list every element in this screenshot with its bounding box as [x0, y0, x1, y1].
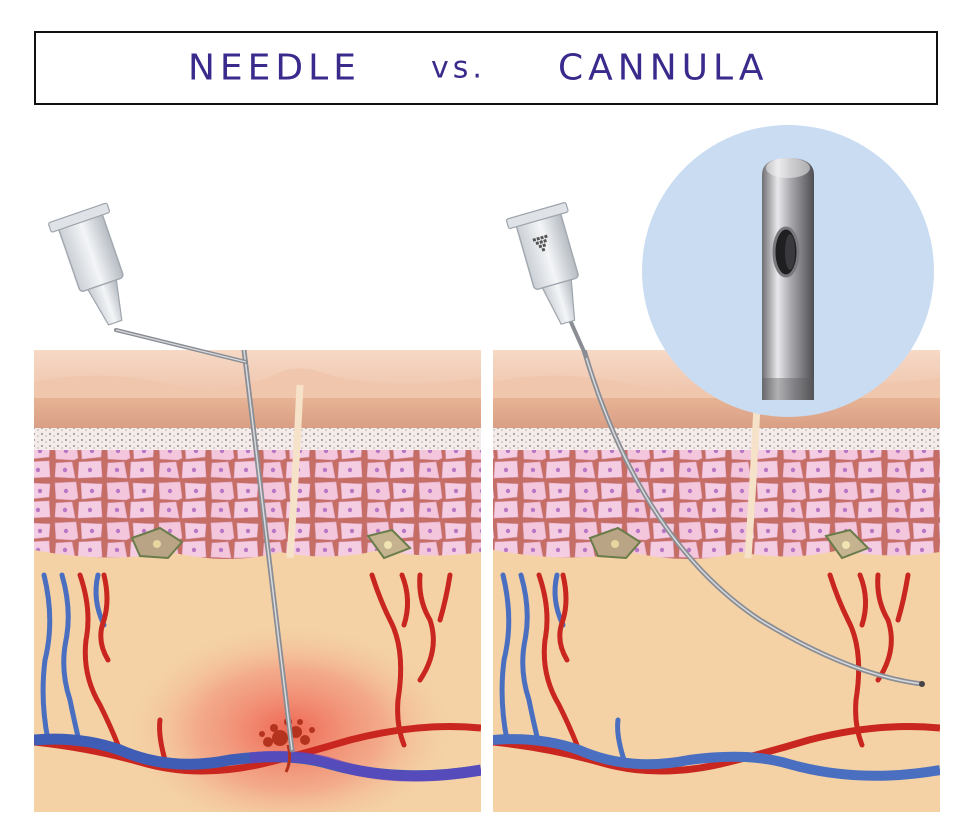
cannula-skin-cross-section: [493, 350, 940, 812]
cannula-tip-inset: [642, 125, 934, 417]
title-needle: NEEDLE: [188, 47, 361, 89]
title-versus: vs.: [431, 50, 486, 86]
needle-skin-cross-section: [34, 350, 481, 812]
title-cannula: CANNULA: [558, 47, 769, 89]
title-banner: NEEDLE vs. CANNULA: [34, 31, 938, 105]
needle-syringe-icon: [48, 202, 248, 364]
cannula-syringe-icon: [505, 202, 588, 358]
